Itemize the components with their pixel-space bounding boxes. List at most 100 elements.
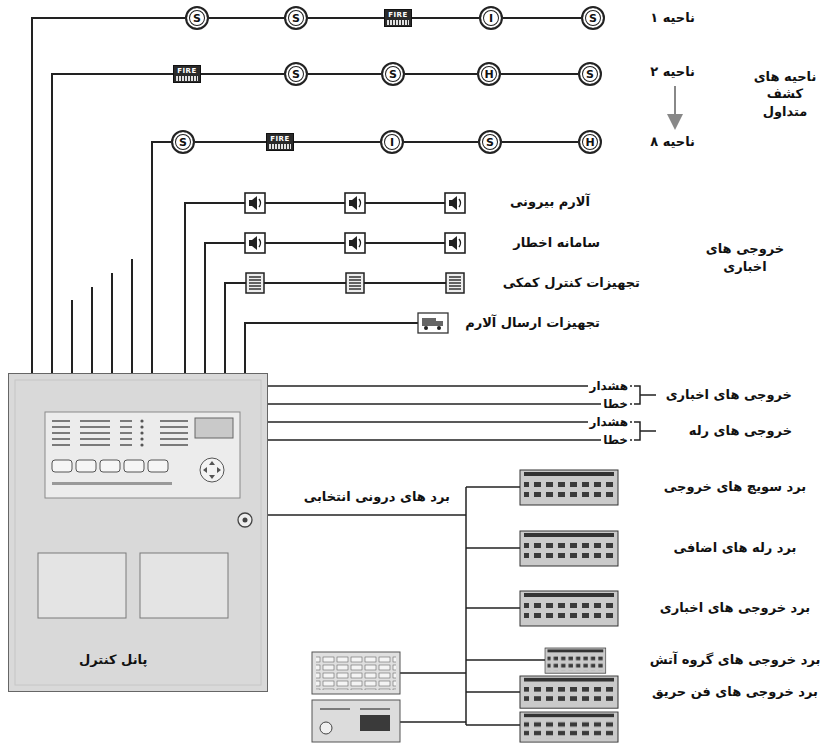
output-bracket — [634, 386, 656, 404]
wire-connector — [195, 141, 266, 143]
panel-doors — [140, 553, 228, 618]
remote-panel-image — [318, 705, 394, 711]
symbol-letter: S — [589, 13, 597, 24]
smoke-detector: S — [284, 62, 308, 86]
zone-stub-wires — [72, 259, 132, 373]
board-bus-wires — [400, 721, 466, 723]
board-bus-wires — [400, 672, 466, 674]
symbol-letter: H — [585, 137, 594, 148]
wire-connector — [209, 17, 284, 19]
manual-call-point: FIRE — [384, 9, 412, 27]
panel-fascia — [124, 460, 144, 472]
option-board — [520, 470, 618, 742]
board-bus-wires — [466, 691, 520, 693]
manual-call-point: FIRE — [266, 133, 294, 151]
smoke-detector: S — [581, 6, 605, 30]
wire-connector — [503, 17, 581, 19]
board-bus-wires — [466, 724, 520, 726]
alarm-transmission-symbol — [418, 313, 448, 333]
zone-sequence-arrow — [675, 86, 676, 122]
auxiliary-control-symbol — [246, 273, 464, 293]
control-panel-body — [8, 373, 268, 692]
ion-detector: I — [479, 6, 503, 30]
panel-fascia — [140, 437, 143, 440]
wire-connector — [412, 17, 479, 19]
option-board — [520, 591, 618, 626]
board-bus-wires — [465, 487, 467, 725]
remote-panel-image — [316, 656, 396, 690]
smoke-detector: S — [185, 6, 209, 30]
panel-output-lines — [268, 386, 632, 440]
group-label: خروجی های اخباری — [666, 386, 792, 404]
panel-fascia — [52, 460, 72, 472]
panel-output-lines — [268, 385, 632, 387]
ion-detector: I — [380, 130, 404, 154]
symbol-letter: S — [179, 137, 187, 148]
zone-stub-wires — [131, 259, 133, 373]
board-bus-wires — [466, 547, 520, 549]
auxiliary-control-symbol — [246, 273, 264, 293]
sounder-symbol — [245, 233, 265, 253]
alarm-transmission-symbol — [418, 313, 448, 333]
wire-connector — [52, 74, 173, 373]
smoke-detector: S — [478, 130, 502, 154]
panel-key — [243, 518, 248, 523]
panel-fascia — [150, 420, 188, 450]
output-label: تجهیزات کنترل کمکی — [503, 274, 640, 292]
zone-stub-wires — [71, 300, 73, 373]
output-wires — [185, 203, 455, 373]
group-label: ناحیه های کشف متداول — [743, 68, 827, 121]
group-label: برد های درونی انتخابی — [304, 488, 450, 506]
zone-label: ناحیه ۲ — [650, 63, 695, 81]
option-board — [520, 531, 618, 566]
sounder-symbol — [245, 193, 265, 213]
output-wires — [205, 243, 455, 373]
symbol-letter: FIRE — [177, 67, 197, 75]
remote-panel-image — [320, 722, 332, 734]
output-label: سامانه اخطار — [513, 234, 600, 252]
board-label: برد خروجی های اخباری — [660, 599, 811, 617]
panel-output-lines — [268, 421, 632, 423]
wire-connector — [152, 142, 171, 373]
panel-fascia — [100, 460, 120, 472]
panel-fascia — [140, 425, 143, 428]
zone-label: ناحیه ۱ — [650, 9, 695, 27]
sounder-symbol — [345, 193, 365, 213]
panel-fascia — [200, 458, 224, 482]
output-wires — [185, 203, 455, 373]
sounder-symbol — [445, 193, 465, 213]
panel-doors — [38, 553, 228, 618]
auxiliary-control-symbol — [446, 273, 464, 293]
option-board — [520, 712, 618, 742]
heat-detector: H — [477, 62, 501, 86]
panel-fascia — [140, 443, 143, 446]
panel-fascia — [140, 419, 143, 422]
board-label: برد رله های اضافی — [674, 539, 797, 557]
output-label: تجهیزات ارسال آلارم — [465, 314, 600, 332]
symbol-letter: S — [486, 137, 494, 148]
remote-panel-image — [360, 715, 390, 731]
signal-name: خطا — [601, 396, 630, 412]
output-wires — [225, 283, 455, 373]
board-bus-wires — [268, 487, 545, 725]
panel-fascia — [195, 418, 233, 438]
option-board — [520, 676, 618, 708]
group-label: خروجی های اخباری — [703, 240, 787, 275]
panel-fascia — [76, 460, 96, 472]
smoke-detector: S — [284, 6, 308, 30]
symbol-letter: S — [292, 13, 300, 24]
panel-fascia — [203, 461, 221, 479]
panel-fascia — [52, 482, 172, 485]
wire-connector — [32, 18, 185, 373]
panel-output-lines — [268, 403, 632, 405]
board-bus-wires — [466, 486, 520, 488]
zone-stub-wires — [111, 273, 113, 373]
wire-connector — [201, 73, 284, 75]
wire-connector — [405, 73, 477, 75]
panel-fascia — [140, 431, 143, 434]
symbol-letter: I — [390, 137, 394, 148]
symbol-letter: S — [193, 13, 201, 24]
